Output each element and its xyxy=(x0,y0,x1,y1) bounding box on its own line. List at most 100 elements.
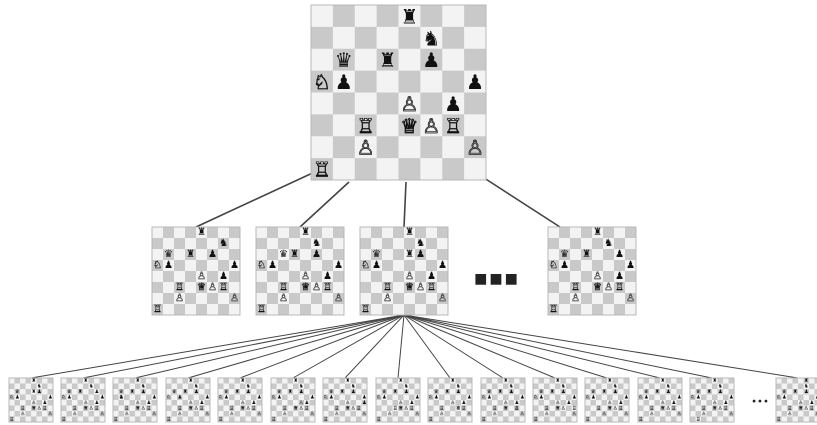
chess-piece: ♟ xyxy=(42,400,47,406)
board-square xyxy=(387,389,393,395)
board-square xyxy=(466,416,473,423)
board-square xyxy=(398,114,421,137)
board-square xyxy=(345,411,351,417)
board-square xyxy=(322,227,334,239)
board-square xyxy=(196,227,208,239)
board-square xyxy=(376,26,399,50)
chess-piece: ♙ xyxy=(798,400,803,406)
board-square xyxy=(538,394,545,401)
board-square xyxy=(787,378,793,384)
board-square xyxy=(199,378,205,384)
board-square xyxy=(20,394,26,401)
board-square xyxy=(282,400,288,406)
board-square xyxy=(614,227,626,239)
board-square xyxy=(781,411,788,417)
board-square xyxy=(428,378,434,384)
board-square xyxy=(229,227,241,239)
board-square xyxy=(289,249,301,261)
board-square xyxy=(717,416,724,423)
board-square xyxy=(442,158,465,181)
chess-piece: ♖ xyxy=(199,405,204,411)
board-square xyxy=(415,304,427,316)
board-square xyxy=(571,394,578,401)
board-square xyxy=(392,411,399,417)
board-square xyxy=(113,378,119,384)
board-square xyxy=(311,227,323,239)
board-square xyxy=(151,405,158,412)
board-square xyxy=(356,378,362,384)
chess-piece: ♛ xyxy=(329,389,334,395)
board-square xyxy=(444,405,451,412)
board-square xyxy=(360,304,372,316)
board-square xyxy=(193,400,200,406)
board-square xyxy=(166,400,172,406)
board-square xyxy=(706,416,713,423)
board-square xyxy=(334,394,340,401)
chess-piece: ♟ xyxy=(566,400,571,406)
board-square xyxy=(654,389,661,395)
chess-piece: ♙ xyxy=(135,400,140,406)
chess-piece: ♙ xyxy=(175,293,184,304)
board-square xyxy=(185,260,197,272)
board-square xyxy=(271,405,277,412)
board-square xyxy=(585,394,591,401)
board-square xyxy=(614,282,626,294)
board-square xyxy=(256,249,268,261)
board-square xyxy=(461,405,467,412)
board-square xyxy=(538,400,545,406)
board-square xyxy=(151,411,158,417)
board-square xyxy=(300,238,312,250)
board-square xyxy=(809,389,815,395)
board-square xyxy=(196,271,208,283)
chess-piece: ♟ xyxy=(312,249,321,260)
board-square xyxy=(638,400,644,406)
board-square xyxy=(776,405,782,412)
board-square xyxy=(140,416,147,423)
board-square xyxy=(309,416,316,423)
board-square xyxy=(88,400,95,406)
board-square xyxy=(695,400,702,406)
chess-piece: ♟ xyxy=(334,260,343,271)
board-border xyxy=(427,377,473,423)
board-square xyxy=(649,383,655,390)
board-square xyxy=(601,378,608,384)
chess-piece: ♖ xyxy=(282,405,287,411)
chess-piece: ♖ xyxy=(544,405,549,411)
board-square xyxy=(171,383,178,390)
board-square xyxy=(83,378,89,384)
board-square xyxy=(298,416,305,423)
board-square xyxy=(14,378,21,384)
board-square xyxy=(612,383,619,390)
board-square xyxy=(234,383,241,390)
board-square xyxy=(464,5,487,28)
board-square xyxy=(36,394,43,401)
board-square xyxy=(278,260,290,272)
chess-piece: ♜ xyxy=(130,389,135,395)
chess-piece: ♜ xyxy=(707,389,712,395)
board-square xyxy=(94,411,100,417)
board-square xyxy=(466,411,473,417)
board-square xyxy=(403,411,410,417)
board-square xyxy=(345,383,351,390)
board-square xyxy=(20,383,26,390)
board-square xyxy=(77,416,84,423)
chess-piece: ♜ xyxy=(290,249,299,260)
board-square xyxy=(544,394,550,401)
board-square xyxy=(409,378,415,384)
board-square xyxy=(267,271,279,283)
chess-piece: ♟ xyxy=(119,394,124,400)
board-border xyxy=(480,377,526,423)
board-square xyxy=(322,249,334,261)
board-square xyxy=(555,394,561,401)
board-square xyxy=(354,114,377,137)
board-square xyxy=(20,378,26,384)
board-square xyxy=(113,416,119,423)
board-square xyxy=(607,400,613,406)
board-square xyxy=(240,383,246,390)
board-square xyxy=(42,416,48,423)
chess-piece: ♖ xyxy=(701,405,706,411)
board-square xyxy=(414,389,421,395)
board-square xyxy=(776,394,782,401)
board-square xyxy=(135,405,141,412)
board-square xyxy=(298,383,305,390)
